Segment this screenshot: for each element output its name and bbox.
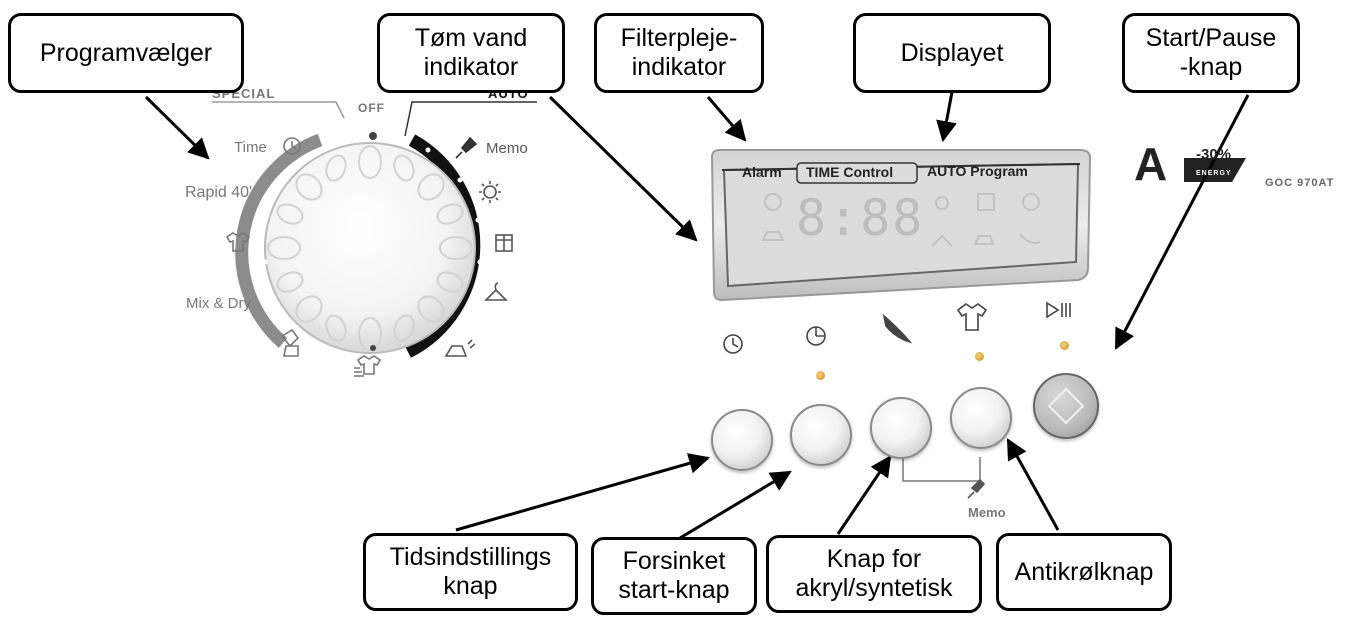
energy-class-letter: A [1134,138,1168,190]
callout-forsinket: Forsinket start-knap [591,537,757,615]
energy-logo [1184,158,1246,182]
delay-start-led [816,371,825,380]
arrow-forsinket [679,470,792,540]
wardrobe-icon [495,234,513,252]
arrow-programvaelger [144,95,210,160]
callout-akryl: Knap for akryl/syntetisk [766,535,982,613]
display-auto-program-label: AUTO Program [927,163,1028,179]
callout-tidsindstillings: Tidsindstillings knap [363,533,578,611]
special-bracket [212,101,345,119]
drain-shirt-icon [354,355,382,377]
display-segment-icons [761,193,1041,247]
arrow-tidsindstillings [455,453,711,532]
dial-off-dot [369,132,377,140]
energy-percent: -30% [1196,146,1232,163]
synthetic-feather-icon [882,313,913,344]
auto-bracket [404,101,537,137]
hanger-icon [484,282,508,301]
arrow-start-pause [1114,94,1250,350]
dial-rapid-label: Rapid 40' [185,184,253,201]
dial-memo-label: Memo [486,140,528,157]
callout-antikroel: Antikrølknap [996,533,1172,611]
anti-crease-shirt-icon [956,303,988,331]
display-panel [710,149,1092,302]
start-pause-led [1060,341,1069,350]
timer-button[interactable] [711,409,773,471]
shirt-icon [225,232,251,252]
time-control-frame [796,162,918,184]
timer-clock-icon [723,334,743,354]
dial-icons [225,136,513,377]
callout-programvaelger: Programvælger [8,13,244,93]
mix-dry-garments-icon [280,328,300,357]
play-pause-icon [1046,301,1071,319]
memo-bracket-line [902,457,981,482]
panel-memo-label: Memo [968,505,1006,520]
dial-ring-special [235,133,323,348]
dial-ring-dots [262,140,483,339]
delay-start-button[interactable] [790,404,852,466]
arrow-tom-vand [548,95,698,242]
anti-crease-led [975,352,984,361]
anti-crease-button[interactable] [950,387,1012,449]
dial-mix-dry-label: Mix & Dry [186,295,251,312]
display-digits: 8:88 [796,189,925,247]
dial-off-label: OFF [358,101,385,115]
callout-start-pause: Start/Pause -knap [1122,13,1300,93]
time-clock-icon [283,137,301,155]
dial-knob-grip [267,145,473,351]
callout-tom-vand: Tøm vand indikator [377,13,565,93]
delay-start-icon [806,326,826,346]
dial-time-label: Time [234,139,267,156]
iron-icon [444,339,476,357]
display-time-control-label: TIME Control [806,164,894,180]
callout-displayet: Displayet [853,13,1051,93]
arrow-akryl [836,455,892,535]
memo-pin-icon [455,136,478,159]
model-number: GOC 970AT [1265,177,1335,189]
arrow-displayet [936,91,957,143]
dial-bottom-dot [370,345,376,351]
arrow-antikroel [1006,438,1060,531]
panel-icons [723,301,1071,499]
arrow-filterpleje [706,96,747,142]
start-diamond-icon [1047,387,1085,425]
synthetic-button[interactable] [870,397,932,459]
sun-icon [479,181,501,203]
display-alarm-label: Alarm [742,164,782,180]
program-dial[interactable] [212,101,537,358]
energy-word: ENERGY [1196,170,1232,177]
callout-filterpleje: Filterpleje- indikator [594,13,764,93]
dial-knob[interactable] [264,142,476,354]
leader-arrows [144,91,1250,540]
memo-pin-small-icon [967,478,986,499]
start-pause-button[interactable] [1033,373,1099,439]
